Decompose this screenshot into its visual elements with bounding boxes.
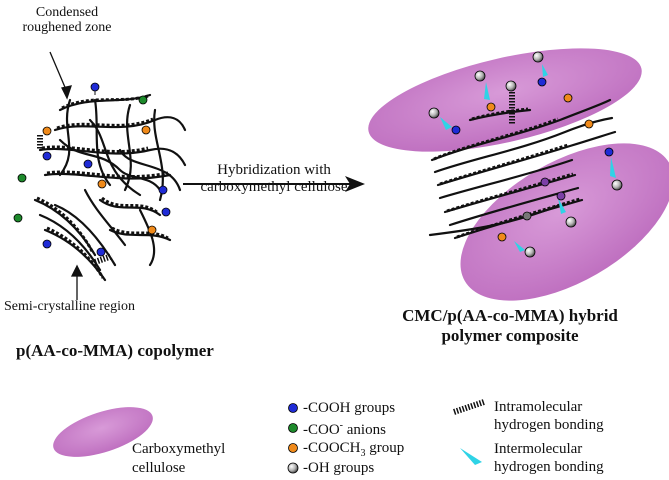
coo-purple-group — [556, 191, 566, 201]
cooh-group — [83, 159, 93, 169]
composite-hatching — [433, 107, 581, 239]
intramolecular-bond — [37, 135, 113, 265]
cooh-group — [90, 82, 100, 92]
polymer-chain — [38, 147, 187, 167]
oh-group — [611, 179, 623, 191]
cooh-group — [42, 239, 52, 249]
cooch3-group — [147, 225, 157, 235]
legend-oh-dot — [287, 462, 299, 474]
cmc-ellipse-top — [368, 48, 642, 152]
cooch3-group — [42, 126, 52, 136]
cmc-composite — [368, 48, 669, 301]
legend-cmc-label: Carboxymethyl cellulose — [132, 441, 226, 476]
oh-group — [524, 246, 536, 258]
polymer-chain — [123, 103, 132, 192]
legend-inter-label: Intermolecular hydrogen bonding — [494, 441, 604, 475]
polymer-chain — [88, 118, 142, 197]
cooh-group — [161, 207, 171, 217]
polymer-chain — [138, 208, 156, 267]
cooh-group — [96, 247, 106, 257]
functional-groups-right — [428, 51, 623, 258]
cooch3-group — [563, 93, 573, 103]
oh-group — [532, 51, 544, 63]
cooch3-group — [584, 119, 594, 129]
legend-coo-dot — [288, 423, 298, 433]
oh-group — [428, 107, 440, 119]
cooch3-group — [97, 179, 107, 189]
legend-cooh-label: -COOH groups — [303, 400, 396, 416]
polymer-chain — [118, 148, 182, 192]
coo-group — [17, 173, 27, 183]
oh-group — [474, 70, 486, 82]
polymer-chain — [83, 188, 127, 247]
polymer-chain — [53, 116, 187, 132]
legend-intra-icon — [453, 399, 485, 415]
coo-group — [138, 95, 148, 105]
coo-group — [13, 213, 23, 223]
cooh-group — [158, 185, 168, 195]
left-title: p(AA-co-MMA) copolymer — [16, 341, 214, 360]
functional-groups-left — [13, 82, 171, 257]
hybridization-arrow — [183, 176, 365, 192]
right-title: CMC/p(AA-co-MMA) hybrid polymer composit… — [402, 306, 618, 346]
legend-oh-label: -OH groups — [303, 460, 375, 476]
cooch3-group — [486, 102, 496, 112]
cooch3-group — [141, 125, 151, 135]
oh-group — [505, 80, 517, 92]
intermolecular-bonds — [440, 64, 616, 252]
oh-group — [565, 216, 577, 228]
cooh-group — [537, 77, 547, 87]
cooch3-group — [497, 232, 507, 242]
legend-inter-icon — [460, 448, 482, 465]
chain-hatching — [36, 94, 169, 279]
cooh-group — [42, 151, 52, 161]
polymer-chain — [43, 172, 172, 180]
polymer-chain — [58, 138, 162, 192]
label-semicrystalline: Semi-crystalline region — [4, 299, 136, 314]
pointer-arrows-left — [49, 51, 84, 300]
label-condensed-zone: Condensed roughened zone — [22, 5, 112, 36]
legend-cooch3-label: -COOCH3 group — [303, 440, 405, 459]
cooh-group — [604, 147, 614, 157]
legend-coo-label: -COO- anions — [303, 420, 386, 438]
polymer-chain — [58, 98, 72, 177]
coo-purple-group — [540, 177, 550, 187]
legend-cooh-dot — [288, 403, 298, 413]
oh-group-grey — [522, 211, 532, 221]
legend-cooch3-dot — [288, 443, 298, 453]
cooh-group — [451, 125, 461, 135]
arrow-label: Hybridization with carboxymethyl cellulo… — [200, 162, 348, 195]
legend-cmc-ellipse — [53, 407, 153, 457]
legend-intra-label: Intramolecular hydrogen bonding — [494, 399, 604, 433]
